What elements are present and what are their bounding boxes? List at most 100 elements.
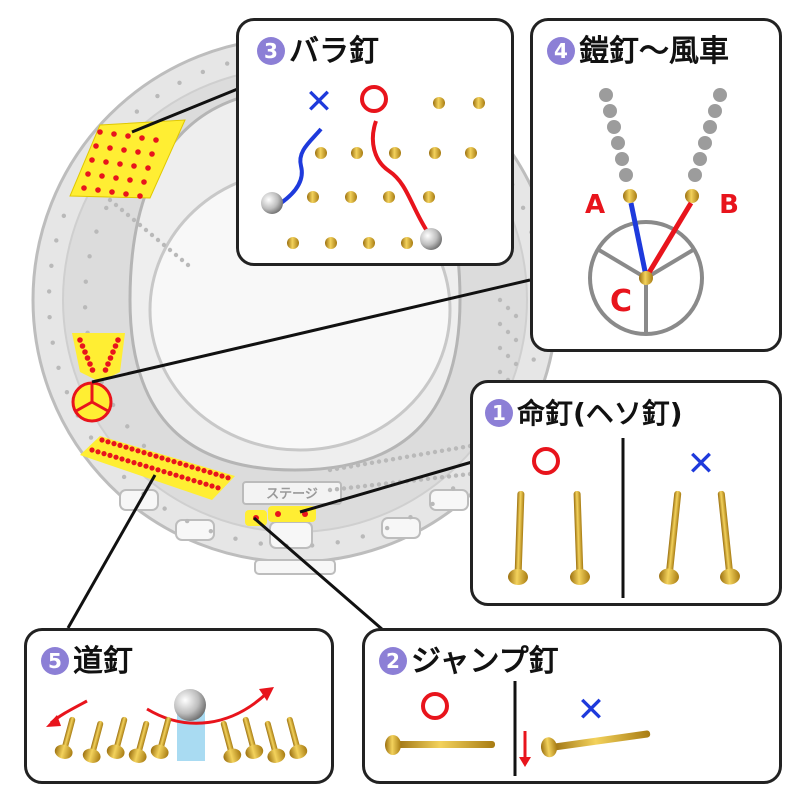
yoroi-nail-dot: [79, 343, 86, 349]
board-nail-dot: [497, 345, 503, 351]
label-b: B: [719, 190, 739, 220]
board-nail-dot: [141, 443, 147, 449]
michi-nail-dot: [201, 468, 207, 474]
yoroi-chain-dot: [603, 104, 617, 118]
board-nail-dot: [177, 80, 182, 85]
nail-icon: [315, 147, 327, 159]
board-nail-dot: [355, 463, 361, 468]
michi-illustration: [46, 687, 308, 763]
bara-bad-mark: ✕: [305, 82, 334, 122]
inochi-title-text: 命釘(ヘソ釘): [517, 397, 683, 430]
board-nail-dot: [418, 452, 424, 457]
board-nail-dot: [131, 217, 137, 223]
board-nail-dot: [179, 257, 185, 263]
board-nail-dot: [113, 202, 119, 208]
michi-nail-dot: [119, 456, 125, 462]
yoroi-chain-dot: [693, 152, 707, 166]
nail-icon: [570, 490, 590, 585]
michi-nail-dot: [89, 447, 95, 453]
board-nail-dot: [137, 222, 143, 228]
board-nail-dot: [439, 475, 445, 480]
board-nail-dot: [341, 465, 347, 470]
bara-nail-dot: [135, 149, 141, 155]
michi-nail-dot: [207, 469, 213, 475]
board-nail-dot: [513, 337, 519, 343]
board-nail-dot: [408, 515, 413, 520]
board-nail-dot: [425, 451, 431, 456]
yoroi-illustration: A B C: [585, 88, 739, 336]
ball-icon: [261, 192, 283, 214]
board-nail-dot: [505, 353, 511, 359]
callout-lines: [66, 86, 531, 632]
michi-nail-dot: [123, 444, 129, 450]
nail-c: [639, 271, 653, 285]
michi-nail-dot: [171, 459, 177, 465]
yoroi-nail-dot: [82, 349, 88, 355]
michi-nail-dot: [209, 483, 215, 489]
board-nail-dot: [155, 93, 160, 99]
board-nail-dot: [149, 232, 155, 238]
michi-nail-dot: [137, 461, 143, 467]
michi-nail-dot: [107, 452, 113, 458]
board-nail-dot: [335, 540, 340, 545]
yoroi-nail-region: [72, 333, 125, 382]
board-nail-dot: [121, 474, 127, 480]
michi-nail-dot: [213, 471, 219, 477]
board-nail-dot: [520, 205, 526, 211]
nail-icon: [286, 716, 308, 759]
yoroi-chain-dot: [619, 168, 633, 182]
ball-icon: [420, 228, 442, 250]
yoroi-nail-dot: [77, 337, 83, 343]
michi-nail-dot: [195, 466, 201, 472]
board-nail-dot: [362, 461, 368, 467]
board-nail-dot: [446, 474, 452, 479]
michi-nail-dot: [161, 469, 167, 475]
michi-nail-dot: [215, 485, 221, 491]
nail-icon: [106, 716, 128, 759]
jump-bad-mark: ✕: [577, 690, 606, 730]
board-nail-dot: [167, 247, 173, 253]
board-nail-dot: [50, 340, 55, 345]
board-nail-dot: [47, 314, 52, 320]
michi-nail-dot: [105, 439, 111, 445]
board-nail-dot: [83, 279, 88, 284]
nail-icon: [351, 147, 363, 159]
board-nail-dot: [460, 472, 466, 477]
yoroi-nail-chain: [599, 88, 727, 182]
board-nail-dot: [119, 207, 125, 213]
nail-icon: [423, 191, 435, 203]
board-nail-dot: [134, 109, 140, 114]
yoroi-nail-dot: [87, 361, 93, 367]
badge-3: 3: [257, 37, 285, 65]
board-nail-dot: [64, 389, 70, 395]
michi-nail-dot: [185, 476, 191, 482]
curved-arrow-icon: [146, 691, 269, 725]
stage-tab: [242, 481, 342, 505]
bara-bad-path: [279, 127, 323, 205]
nail-icon: [659, 490, 682, 585]
board-windmill-icon: [71, 381, 113, 423]
yoroi-nail-dot: [102, 367, 109, 373]
bara-nail-dot: [93, 143, 99, 149]
michi-nail-dot: [113, 454, 119, 460]
bara-nail-dot: [113, 175, 119, 181]
board-nail-dot: [390, 457, 396, 462]
board-nail-dot: [94, 229, 99, 234]
michi-nail-dot: [219, 473, 225, 479]
board-nail-dot: [430, 501, 435, 507]
bara-nail-dot: [95, 187, 101, 193]
yoroi-nail-dot: [105, 361, 111, 367]
board-nail-dot: [497, 321, 503, 327]
nail-icon: [465, 147, 477, 159]
board-nail-dot: [383, 481, 389, 486]
michi-nail-dot: [191, 478, 197, 484]
board-nail-dot: [453, 446, 459, 451]
nail-icon: [363, 237, 375, 249]
nail-icon: [429, 147, 441, 159]
